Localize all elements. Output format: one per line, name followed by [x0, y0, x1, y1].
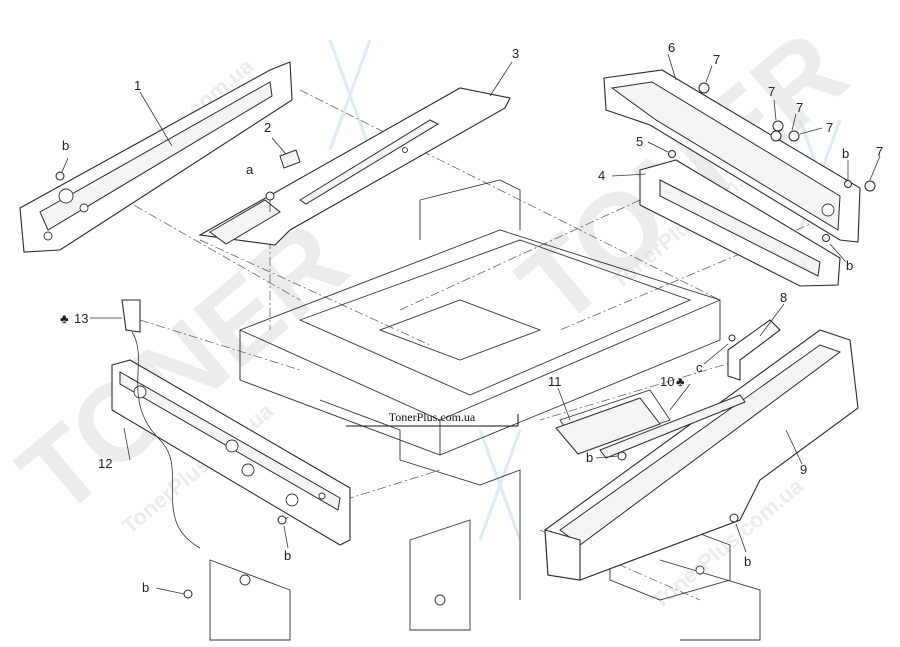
part-6-right-top-cover: [603, 69, 861, 243]
screw-icon: [55, 171, 65, 181]
nut-icon: [770, 130, 782, 142]
callout-part-7: 7: [713, 52, 720, 67]
part-11-sheet: [555, 397, 661, 455]
screw-icon: [617, 451, 627, 461]
screw-icon: [844, 180, 852, 188]
callout-part-10-club: ♣: [676, 374, 685, 389]
part-2-pad: [279, 149, 301, 169]
part-13-sensor: [121, 299, 201, 549]
callout-screw-a: a: [246, 162, 254, 177]
callout-part-13: 13: [74, 311, 88, 326]
fasteners: [55, 82, 876, 599]
part-1-left-rear-rail: [19, 61, 293, 253]
callout-screw-b: b: [62, 138, 69, 153]
callout-part-11: 11: [548, 374, 562, 389]
callout-part-5: 5: [636, 134, 643, 149]
callout-part-7: 7: [826, 120, 833, 135]
site-label: TonerPlus.com.ua: [389, 410, 476, 424]
callout-screw-c: c: [696, 360, 703, 375]
part-8-bracket: [727, 319, 781, 381]
callout-part-9: 9: [800, 462, 807, 477]
callout-screw-b: b: [586, 450, 593, 465]
callout-screw-b: b: [744, 554, 751, 569]
part-12-left-front-cover: [111, 359, 351, 546]
callout-part-7: 7: [768, 84, 775, 99]
callout-part-1: 1: [134, 78, 141, 93]
callout-screw-b: b: [142, 580, 149, 595]
callout-part-4: 4: [598, 168, 605, 183]
part-10-strip: [599, 394, 746, 459]
callout-part-12: 12: [98, 456, 112, 471]
callout-screw-b: b: [846, 258, 853, 273]
callout-part-7: 7: [876, 144, 883, 159]
site-label-box: TonerPlus.com.ua: [346, 410, 519, 427]
part-4-right-inner-cover: [639, 159, 841, 287]
screw-icon: [277, 515, 287, 525]
callout-screw-b: b: [842, 146, 849, 161]
callout-part-7: 7: [796, 100, 803, 115]
screw-icon: [729, 513, 739, 523]
callout-part-10: 10: [660, 374, 674, 389]
nut-icon: [788, 130, 800, 142]
part-3-top-plate: [198, 87, 511, 246]
nut-icon: [698, 82, 710, 94]
part-9-right-front-cover: [544, 329, 859, 581]
screw-icon: [668, 150, 676, 158]
screw-icon: [265, 191, 275, 201]
screw-icon: [822, 234, 830, 242]
callout-part-13-club: ♣: [60, 311, 69, 326]
nut-icon: [772, 120, 784, 132]
leader-lines: [61, 53, 881, 595]
callout-part-6: 6: [668, 40, 675, 55]
callout-part-3: 3: [512, 46, 519, 61]
callout-screw-b: b: [284, 548, 291, 563]
callout-part-2: 2: [264, 120, 271, 135]
screw-icon: [183, 589, 193, 599]
nut-icon: [864, 180, 876, 192]
callout-part-8: 8: [780, 290, 787, 305]
screw-icon: [728, 334, 736, 342]
callout-labels: 1 2 3 6 7 7 7 7 7 5 4 8 9 11 10 ♣ 12 ♣ 1…: [60, 40, 883, 595]
